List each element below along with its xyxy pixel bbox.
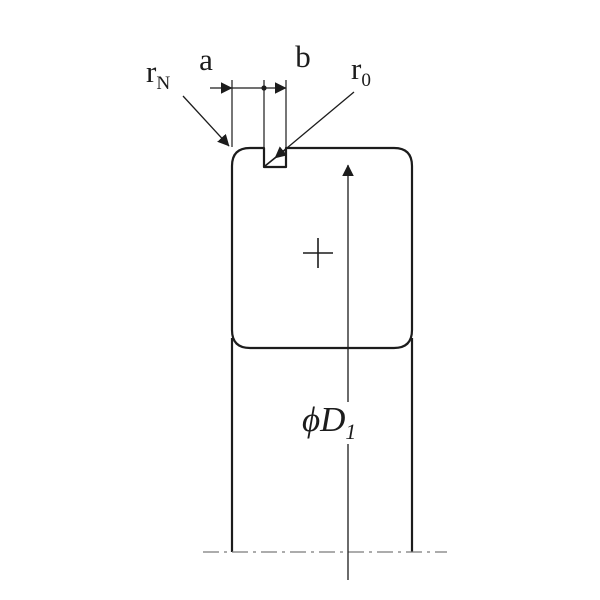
r0-leader-line	[274, 91, 355, 159]
label-b: b	[295, 39, 311, 74]
label-r0: r0	[351, 51, 371, 92]
label-d1: ϕD1	[299, 402, 360, 444]
label-a: a	[199, 42, 213, 77]
center-mark-cross	[303, 238, 333, 268]
label-rn: rN	[146, 54, 171, 95]
component-outline	[230, 146, 414, 350]
rn-leader-line	[182, 95, 230, 147]
